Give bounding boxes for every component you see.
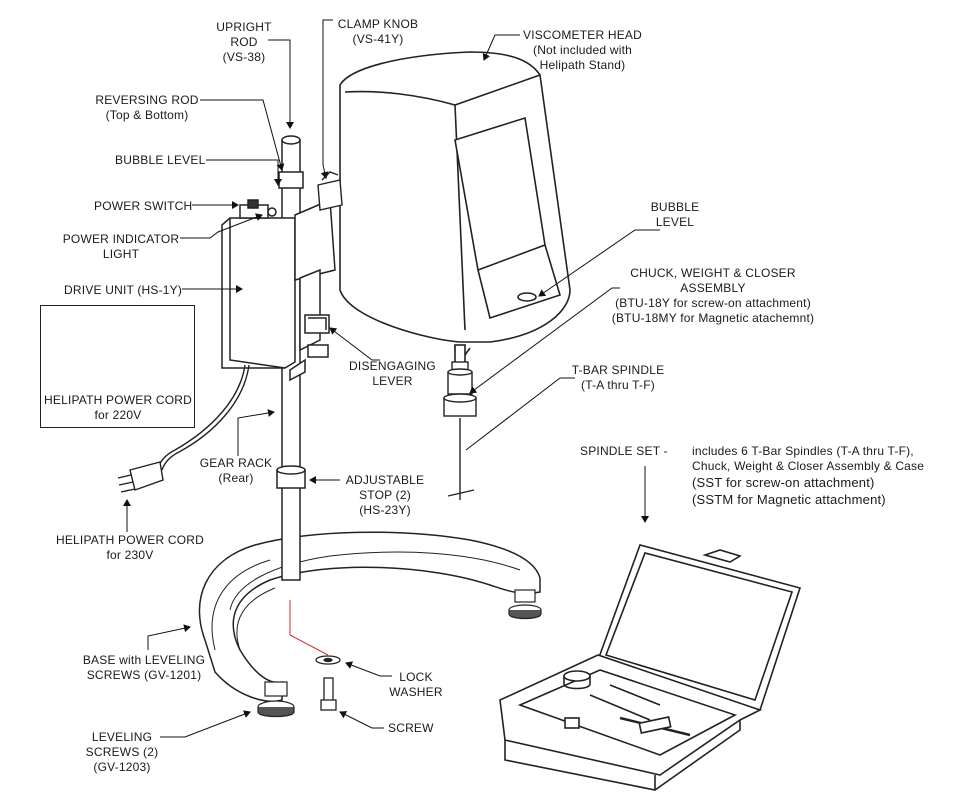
leader-lines xyxy=(123,19,660,738)
label-drive-unit: DRIVE UNIT (HS-1Y) xyxy=(64,283,183,297)
tbar-spindle-illustration xyxy=(447,418,475,500)
label-base: BASE with LEVELING SCREWS (GV-1201) xyxy=(82,653,206,682)
label-bubble-level-left: BUBBLE LEVEL xyxy=(115,153,206,167)
power-cord-220v-inset xyxy=(40,305,195,428)
spindle-case-illustration xyxy=(499,544,802,791)
lock-washer-illustration xyxy=(315,655,341,665)
label-power-cord-220v: HELIPATH POWER CORD for 220V xyxy=(44,393,193,422)
label-power-indicator-light: POWER INDICATOR LIGHT xyxy=(62,232,180,261)
label-spindle-set-codes: (SST for screw-on attachment) (SSTM for … xyxy=(692,475,886,507)
label-gear-rack: GEAR RACK (Rear) xyxy=(199,456,273,485)
label-screw: SCREW xyxy=(388,721,434,735)
label-adjustable-stop: ADJUSTABLE STOP (2) (HS-23Y) xyxy=(345,473,425,517)
label-spindle-set: SPINDLE SET - xyxy=(580,444,668,458)
viscometer-head-illustration xyxy=(339,51,571,366)
clamp-knob-illustration xyxy=(317,171,343,211)
label-viscometer-head: VISCOMETER HEAD (Not included with Helip… xyxy=(522,28,642,72)
label-tbar-spindle: T-BAR SPINDLE (T-A thru T-F) xyxy=(571,363,665,392)
label-chuck-assembly: CHUCK, WEIGHT & CLOSER ASSEMBLY (BTU-18Y… xyxy=(611,266,815,325)
screw-illustration xyxy=(320,677,337,711)
power-cord-illustration xyxy=(117,364,250,493)
label-reversing-rod: REVERSING ROD (Top & Bottom) xyxy=(95,93,199,122)
chuck-assembly-illustration xyxy=(443,361,477,417)
label-clamp-knob: CLAMP KNOB (VS-41Y) xyxy=(337,17,419,46)
label-power-cord-230v: HELIPATH POWER CORD for 230V xyxy=(55,533,205,562)
leveling-screw-illustration xyxy=(257,589,542,718)
label-leveling-screws: LEVELING SCREWS (2) (GV-1203) xyxy=(85,730,159,774)
label-upright-rod: UPRIGHT ROD (VS-38) xyxy=(216,20,272,64)
label-lock-washer: LOCK WASHER xyxy=(389,670,443,699)
label-bubble-level-right: BUBBLE LEVEL xyxy=(650,200,700,229)
label-disengaging-lever: DISENGAGING LEVER xyxy=(349,359,436,388)
label-spindle-set-description: includes 6 T-Bar Spindles (T-A thru T-F)… xyxy=(692,444,925,473)
label-power-switch: POWER SWITCH xyxy=(94,199,193,213)
drive-unit-illustration xyxy=(221,198,336,382)
base-illustration xyxy=(198,531,541,702)
